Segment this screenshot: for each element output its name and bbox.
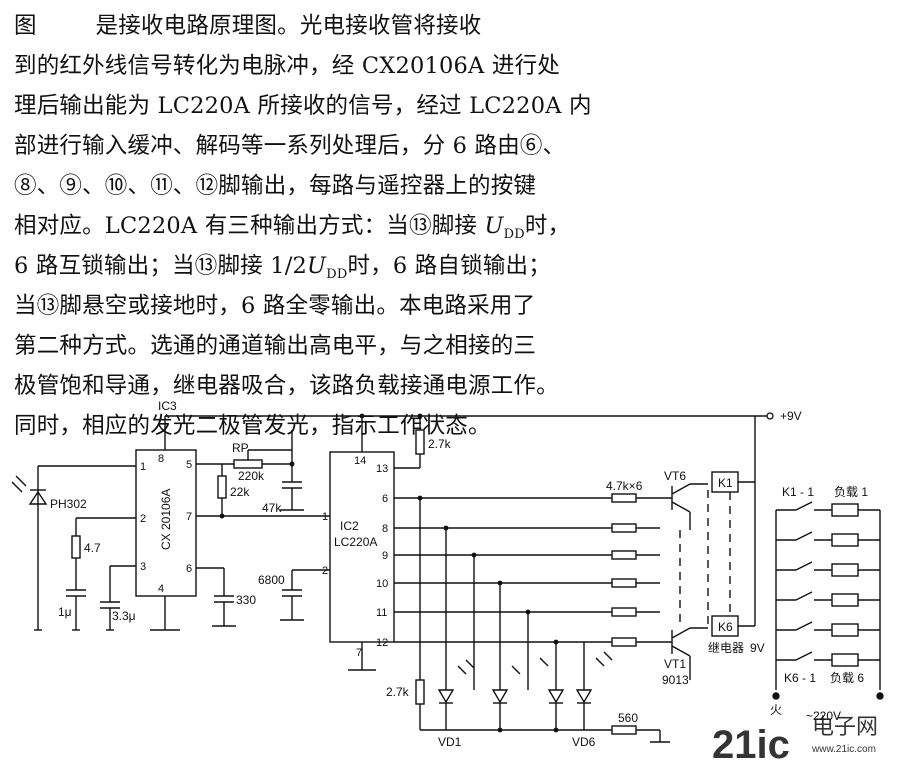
ic2-pin-8: 8: [382, 523, 388, 535]
voltage-symbol: U: [307, 253, 327, 279]
line-text: 理后输出能为 LC220A 所接收的信号，经过 LC220A 内: [14, 93, 592, 119]
ic2-pin-14: 14: [354, 455, 366, 467]
vt1-label: VT1: [664, 657, 686, 671]
line-text: 6 路互锁输出；当⑬脚接 1/2: [14, 253, 308, 279]
line-text: 当⑬脚悬空或接地时，6 路全零输出。本电路采用了: [14, 293, 536, 319]
ic3-pin-6: 6: [186, 563, 192, 575]
ic2-name: LC220A: [334, 535, 377, 549]
description-paragraph: 图 是接收电路原理图。光电接收管将接收到的红外线信号转化为电脉冲，经 CX201…: [14, 6, 900, 446]
paragraph-line: 6 路互锁输出；当⑬脚接 1/2UDD时，6 路自锁输出；: [14, 246, 900, 286]
watermark-cn: 电子网: [812, 714, 878, 739]
ic2-pin-6: 6: [382, 493, 388, 505]
mains-label: ~220V: [806, 709, 841, 723]
line-text: 相对应。LC220A 有三种输出方式：当⑬脚接: [14, 213, 485, 239]
paragraph-line: 相对应。LC220A 有三种输出方式：当⑬脚接 UDD时，: [14, 206, 900, 246]
ic2-pin-2: 2: [322, 565, 328, 577]
ic3-pin-2: 2: [140, 513, 146, 525]
ic2-pin-7: 7: [356, 647, 362, 659]
receiver-circuit-diagram: IC3 CX 20106A 1 2 3 4 5 6 7 8 PH302 4.7 …: [11, 399, 884, 762]
line-text: 部进行输入缓冲、解码等一系列处理后，分 6 路由⑥、: [14, 133, 566, 159]
paragraph-line: 同时，相应的发光二极管发光，指示工作状态。: [14, 406, 900, 446]
relay-label: 继电器: [708, 641, 744, 655]
line-text-tail: 时，6 路自锁输出；: [347, 253, 551, 279]
ic3-pin-3: 3: [140, 561, 146, 573]
c6800-label: 6800: [258, 573, 285, 587]
k1-1-label: K1 - 1: [782, 485, 814, 499]
voltage-symbol: U: [484, 213, 504, 239]
paragraph-line: 部进行输入缓冲、解码等一系列处理后，分 6 路由⑥、: [14, 126, 900, 166]
transistor-type-label: 9013: [662, 673, 689, 687]
load1-label: 负载 1: [834, 485, 868, 499]
resistor-array-label: 4.7k×6: [606, 479, 643, 493]
r560-label: 560: [618, 711, 638, 725]
c1u-label: 1μ: [58, 605, 72, 619]
line-text: 图 是接收电路原理图。光电接收管将接收: [14, 13, 482, 39]
watermark-brand: 21ic: [712, 723, 790, 762]
paragraph-line: 图 是接收电路原理图。光电接收管将接收: [14, 6, 900, 46]
load6-label: 负载 6: [830, 671, 864, 685]
ic2-pin-11: 11: [376, 607, 387, 619]
ic2-ref: IC2: [340, 519, 359, 533]
ic2-pin-9: 9: [382, 550, 388, 562]
line-text: ⑧、⑨、⑩、⑪、⑫脚输出，每路与遥控器上的按键: [14, 173, 537, 199]
r27k-top-label: 2.7k: [428, 437, 452, 451]
r47-label: 4.7: [84, 541, 101, 555]
ic3-pin-4: 4: [158, 583, 164, 595]
k6-label: K6: [718, 620, 733, 634]
voltage-subscript: DD: [503, 227, 525, 242]
vd6-label: VD6: [572, 735, 596, 749]
ic3-ref: IC3: [158, 399, 177, 413]
ic3-pin-7: 7: [186, 511, 192, 523]
ic2-pin-13: 13: [376, 463, 388, 475]
paragraph-line: 理后输出能为 LC220A 所接收的信号，经过 LC220A 内: [14, 86, 900, 126]
watermark-url: www.21ic.com: [811, 744, 876, 755]
watermark-logo: 21ic 电子网 www.21ic.com: [712, 714, 878, 762]
ph302-label: PH302: [50, 497, 87, 511]
r220k-label: 220k: [238, 469, 265, 483]
r47k-label: 47k: [262, 501, 282, 515]
ic2-pin-10: 10: [376, 578, 388, 590]
r22k-label: 22k: [230, 485, 250, 499]
paragraph-line: 到的红外线信号转化为电脉冲，经 CX20106A 进行处: [14, 46, 900, 86]
paragraph-line: 极管饱和导通，继电器吸合，该路负载接通电源工作。: [14, 366, 900, 406]
paragraph-line: 当⑬脚悬空或接地时，6 路全零输出。本电路采用了: [14, 286, 900, 326]
relay-voltage-label: 9V: [750, 641, 765, 655]
rp-label: RP: [232, 441, 249, 455]
line-text: 同时，相应的发光二极管发光，指示工作状态。: [14, 413, 491, 439]
ic2-pin-1: 1: [322, 511, 328, 523]
ic3-pin-8: 8: [158, 453, 164, 465]
line-text: 到的红外线信号转化为电脉冲，经 CX20106A 进行处: [14, 53, 560, 79]
c330-label: 330: [236, 593, 256, 607]
c33u-label: 3.3μ: [112, 609, 136, 623]
k1-label: K1: [718, 476, 733, 490]
live-label: 火: [770, 703, 782, 717]
vt6-label: VT6: [664, 469, 686, 483]
supply-label: +9V: [780, 409, 802, 423]
vd1-label: VD1: [438, 735, 462, 749]
line-text-tail: 时，: [524, 213, 571, 239]
ic2-pin-12: 12: [376, 637, 388, 649]
ic3-pin-5: 5: [186, 459, 192, 471]
ic3-pin-1: 1: [140, 461, 146, 473]
r27k-bottom-label: 2.7k: [386, 685, 410, 699]
paragraph-line: ⑧、⑨、⑩、⑪、⑫脚输出，每路与遥控器上的按键: [14, 166, 900, 206]
line-text: 第二种方式。选通的通道输出高电平，与之相接的三: [14, 333, 537, 359]
paragraph-line: 第二种方式。选通的通道输出高电平，与之相接的三: [14, 326, 900, 366]
k6-1-label: K6 - 1: [784, 671, 816, 685]
line-text: 极管饱和导通，继电器吸合，该路负载接通电源工作。: [14, 373, 559, 399]
ic3-name: CX 20106A: [159, 489, 173, 550]
voltage-subscript: DD: [326, 267, 348, 282]
